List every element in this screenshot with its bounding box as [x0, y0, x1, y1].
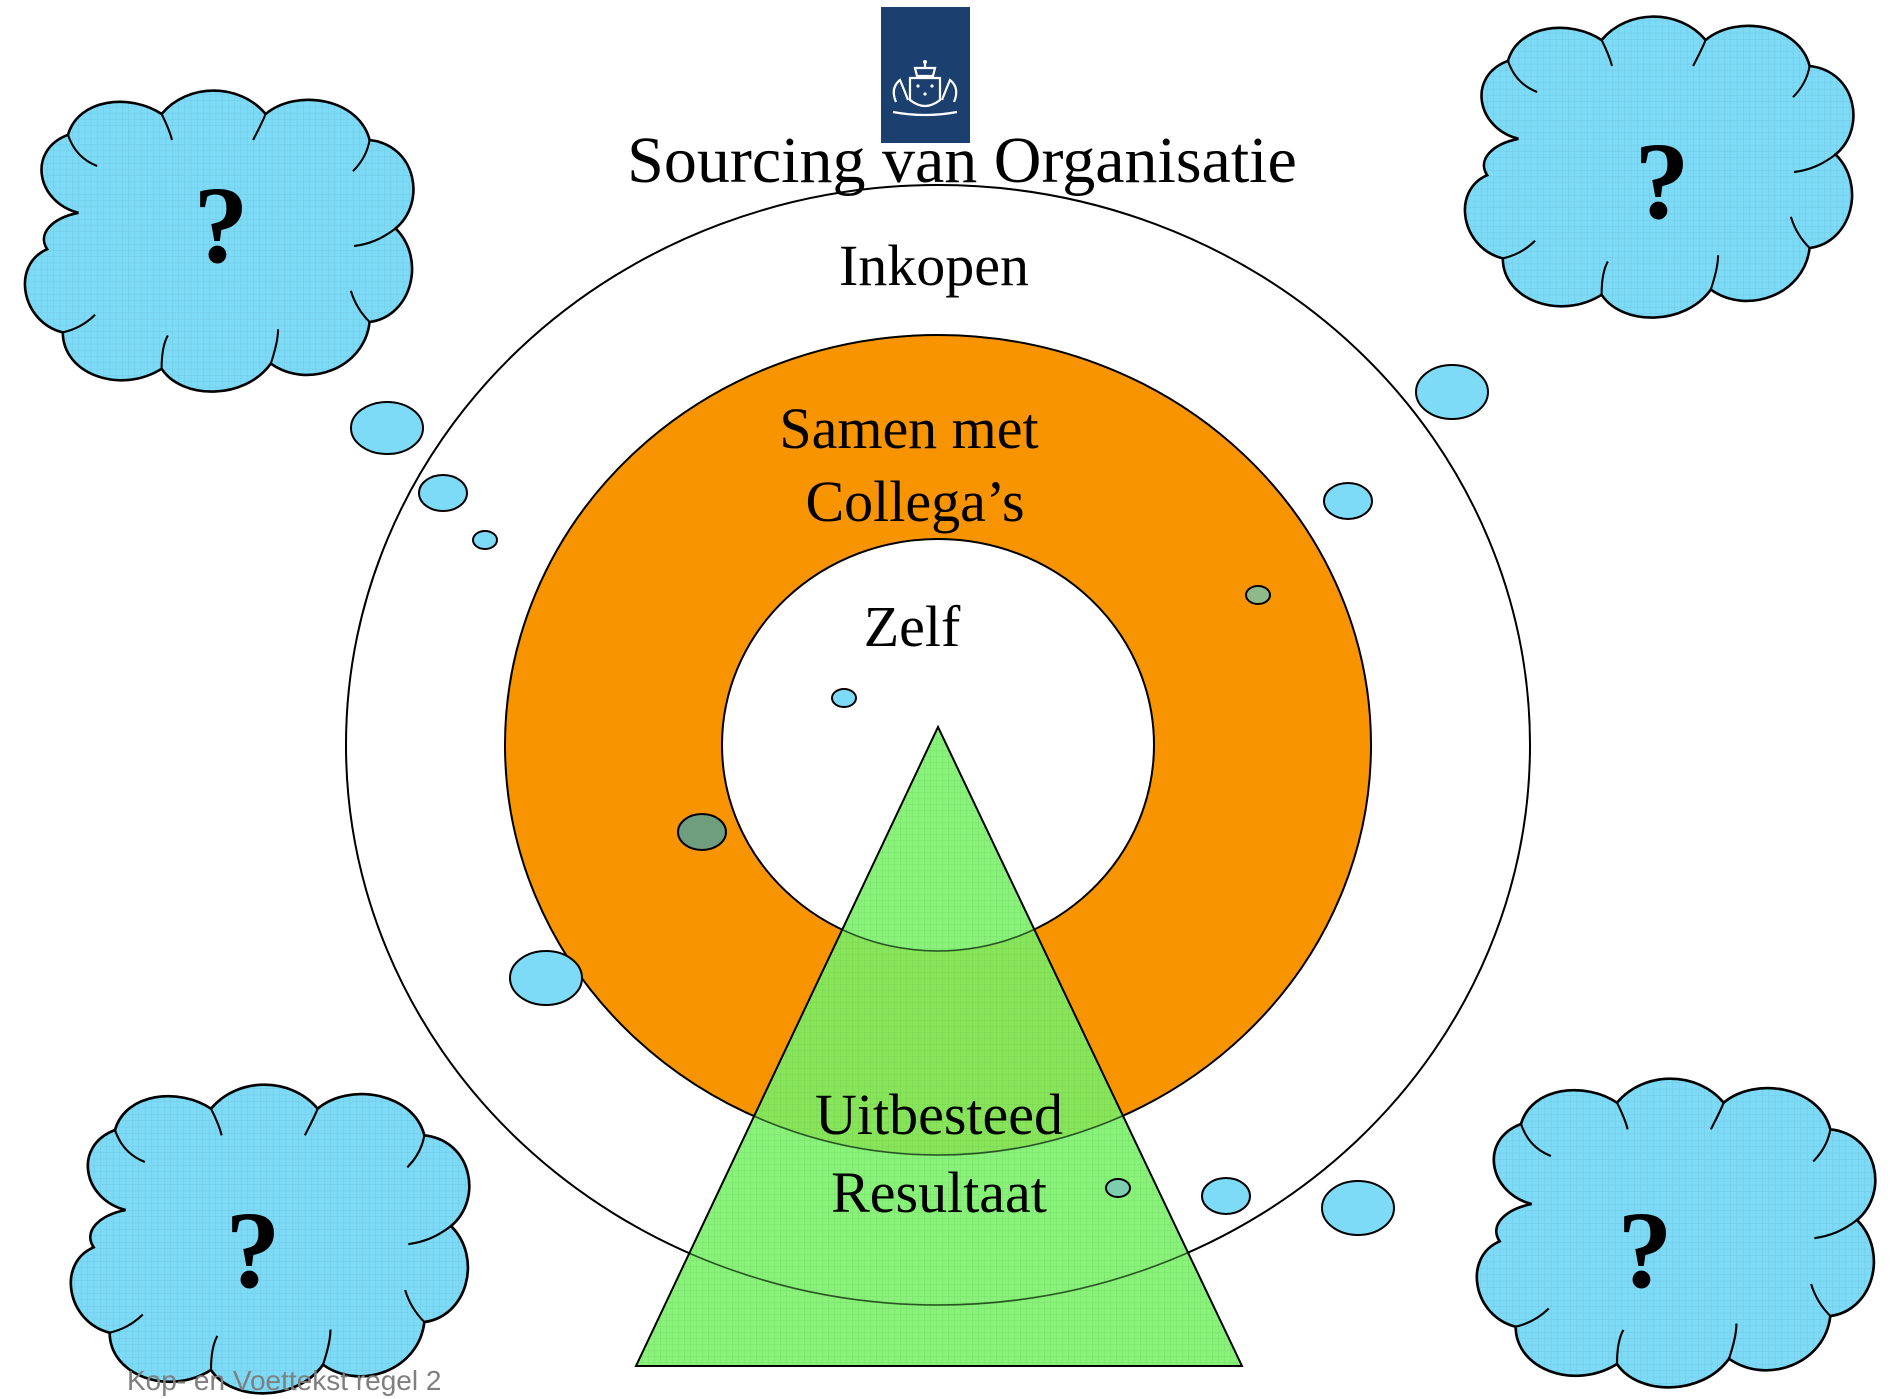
label-inkopen: Inkopen [839, 233, 1029, 298]
cloud-bottom-right [1475, 1077, 1877, 1389]
bubble [1415, 364, 1489, 420]
bubble [1201, 1177, 1251, 1215]
bubble [831, 688, 857, 708]
bubble [418, 474, 468, 512]
page-title: Sourcing van Organisatie [627, 124, 1297, 197]
label-uitbesteed: Uitbesteed [815, 1082, 1063, 1147]
cloud-bottom-left-question: ? [226, 1189, 281, 1311]
bubble [1321, 1180, 1395, 1236]
bubble [677, 813, 727, 851]
cloud-top-left-question: ? [194, 164, 249, 286]
bubble [1323, 482, 1373, 520]
bubble [509, 950, 583, 1006]
cloud-bottom-right-question: ? [1618, 1189, 1673, 1311]
footer-text: Kop- en Voettekst regel 2 [127, 1365, 441, 1396]
bubble [350, 401, 424, 455]
label-samen-met: Samen met [779, 396, 1038, 461]
bubble [1245, 585, 1271, 605]
bubble [472, 530, 498, 550]
thought-bubbles [350, 364, 1489, 1236]
bubble [1105, 1178, 1131, 1198]
label-resultaat: Resultaat [831, 1160, 1047, 1225]
cloud-top-right-question: ? [1635, 120, 1690, 242]
label-zelf: Zelf [864, 594, 961, 659]
label-collegas: Collega’s [805, 469, 1024, 534]
coat-of-arms-icon [881, 7, 970, 143]
